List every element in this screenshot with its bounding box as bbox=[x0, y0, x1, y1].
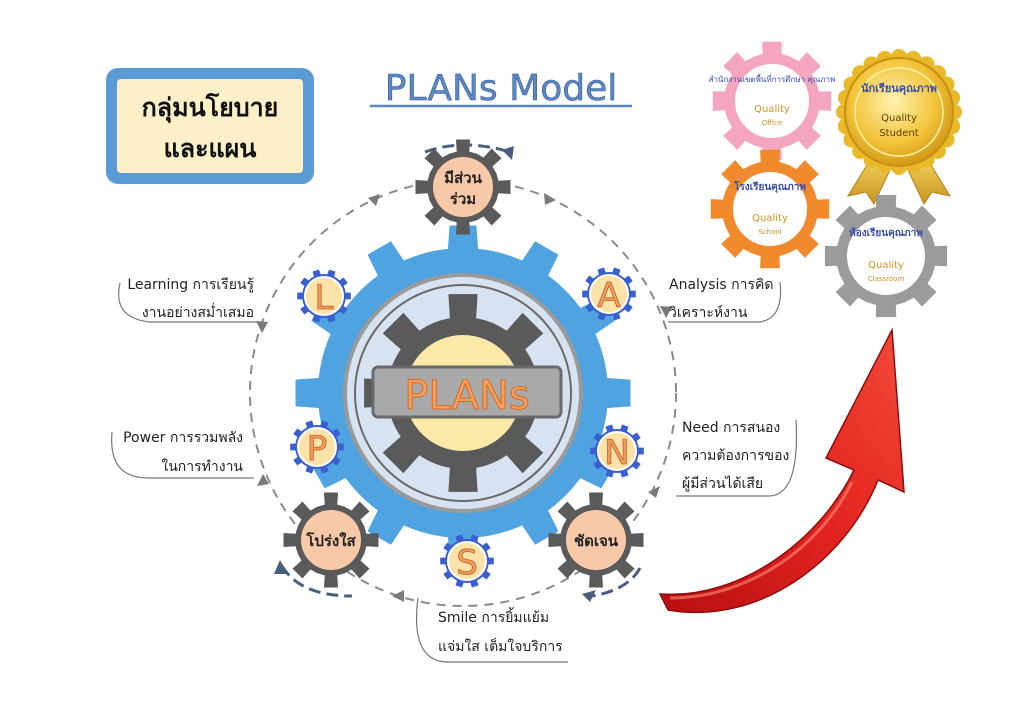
caption-learning: Learning การเรียนรู้ งานอย่างสม่ำเสมอ bbox=[118, 277, 258, 323]
letter-badges: L A P N S bbox=[290, 267, 644, 588]
gear-transparency: โปร่งใส bbox=[283, 492, 379, 588]
center-label: PLANs bbox=[404, 373, 529, 419]
small-gear-face bbox=[566, 510, 626, 570]
group-box: กลุ่มนโยบาย และแผน bbox=[106, 68, 314, 184]
caption-analysis-line2: วิเคราะห์งาน bbox=[669, 304, 748, 321]
caption-need-line1: Need การสนอง bbox=[682, 420, 780, 436]
badge-school-label: Quality bbox=[752, 213, 788, 224]
caption-learning-line2: งานอย่างสม่ำเสมอ bbox=[142, 303, 254, 321]
letter-s: S bbox=[456, 543, 478, 583]
caption-smile-line1: Smile การยิ้มแย้ม bbox=[438, 607, 549, 626]
small-gears: มีส่วน ร่วม ชัดเจน โปร่งใส bbox=[283, 139, 644, 588]
quality-badges: สำนักงานเขตพื้นที่การศึกษา คุณภาพ Qualit… bbox=[709, 41, 962, 318]
letter-badge-a: A bbox=[582, 267, 636, 321]
caption-need: Need การสนอง ความต้องการของ ผู้มีส่วนได้… bbox=[676, 419, 798, 497]
letter-badge-n: N bbox=[590, 424, 644, 478]
letter-p: P bbox=[307, 429, 328, 469]
badge-classroom-sub: Classroom bbox=[868, 275, 905, 283]
letter-n: N bbox=[604, 433, 629, 473]
caption-power-line2: ในการทำงาน bbox=[161, 458, 243, 475]
caption-need-line2: ความต้องการของ bbox=[682, 448, 789, 464]
caption-analysis-line1: Analysis การคิด bbox=[669, 277, 773, 293]
badge-office-arc: สำนักงานเขตพื้นที่การศึกษา คุณภาพ bbox=[709, 73, 836, 84]
caption-smile: Smile การยิ้มแย้ม แจ่มใส เต็มใจบริการ bbox=[415, 597, 568, 663]
badge-student-sub: Student bbox=[879, 128, 918, 139]
right-gear-arc bbox=[591, 567, 642, 598]
badge-school-arc: โรงเรียนคุณภาพ bbox=[733, 180, 806, 193]
letter-badge-face bbox=[304, 276, 344, 316]
badge-student: นักเรียนคุณภาพ Quality Student bbox=[836, 49, 962, 206]
badge-classroom-arc: ห้องเรียนคุณภาพ bbox=[849, 227, 923, 239]
letter-badge-face bbox=[447, 541, 487, 581]
central-gear: PLANs bbox=[295, 225, 631, 561]
badge-office-label: Quality bbox=[754, 104, 790, 115]
gear-participation-line1: มีส่วน bbox=[444, 169, 482, 187]
small-gear-face bbox=[301, 510, 361, 570]
letter-badge-face bbox=[597, 431, 637, 471]
letter-badge-face bbox=[297, 427, 337, 467]
caption-analysis: Analysis การคิด วิเคราะห์งาน bbox=[668, 277, 782, 323]
gear-clarity-label: ชัดเจน bbox=[574, 532, 619, 550]
small-gear-face bbox=[433, 157, 493, 217]
caption-smile-line2: แจ่มใส เต็มใจบริการ bbox=[438, 637, 563, 655]
caption-learning-line1: Learning การเรียนรู้ bbox=[127, 277, 254, 293]
group-box-line2: และแผน bbox=[164, 134, 257, 163]
badge-classroom: ห้องเรียนคุณภาพ Quality Classroom bbox=[824, 194, 948, 318]
cycle-arrowheads bbox=[256, 193, 672, 602]
badge-gear-face bbox=[731, 170, 809, 248]
badge-school: โรงเรียนคุณภาพ Quality School bbox=[710, 149, 830, 269]
letter-badge-l: L bbox=[297, 269, 351, 323]
center-label-plate bbox=[371, 365, 563, 419]
badge-office-sub: Office bbox=[762, 119, 782, 127]
gear-participation-line2: ร่วม bbox=[450, 190, 476, 208]
caption-need-line3: ผู้มีส่วนได้เสีย bbox=[682, 475, 763, 492]
cycle-dashed-circle bbox=[249, 179, 677, 607]
page-title: PLANs Model bbox=[385, 68, 617, 109]
letter-badge-p: P bbox=[290, 420, 344, 474]
gear-participation: มีส่วน ร่วม bbox=[415, 139, 511, 235]
badge-office: สำนักงานเขตพื้นที่การศึกษา คุณภาพ Qualit… bbox=[709, 41, 836, 161]
badge-school-sub: School bbox=[758, 228, 781, 236]
letter-badge-s: S bbox=[440, 534, 494, 588]
badge-classroom-label: Quality bbox=[868, 260, 904, 271]
badge-gear-face bbox=[845, 215, 927, 297]
letter-l: L bbox=[315, 278, 334, 318]
group-box-line1: กลุ่มนโยบาย bbox=[142, 92, 279, 124]
letter-a: A bbox=[597, 276, 620, 316]
badge-student-arc: นักเรียนคุณภาพ bbox=[861, 82, 937, 96]
caption-power: Power การรวมพลัง ในการทำงาน bbox=[111, 430, 254, 479]
badge-gear-face bbox=[733, 62, 811, 140]
badge-student-label: Quality bbox=[881, 113, 917, 124]
caption-power-line1: Power การรวมพลัง bbox=[123, 430, 243, 446]
gear-clarity: ชัดเจน bbox=[548, 492, 644, 588]
gear-transparency-label: โปร่งใส bbox=[305, 531, 356, 550]
growth-arrow bbox=[658, 327, 905, 614]
letter-badge-face bbox=[589, 274, 629, 314]
